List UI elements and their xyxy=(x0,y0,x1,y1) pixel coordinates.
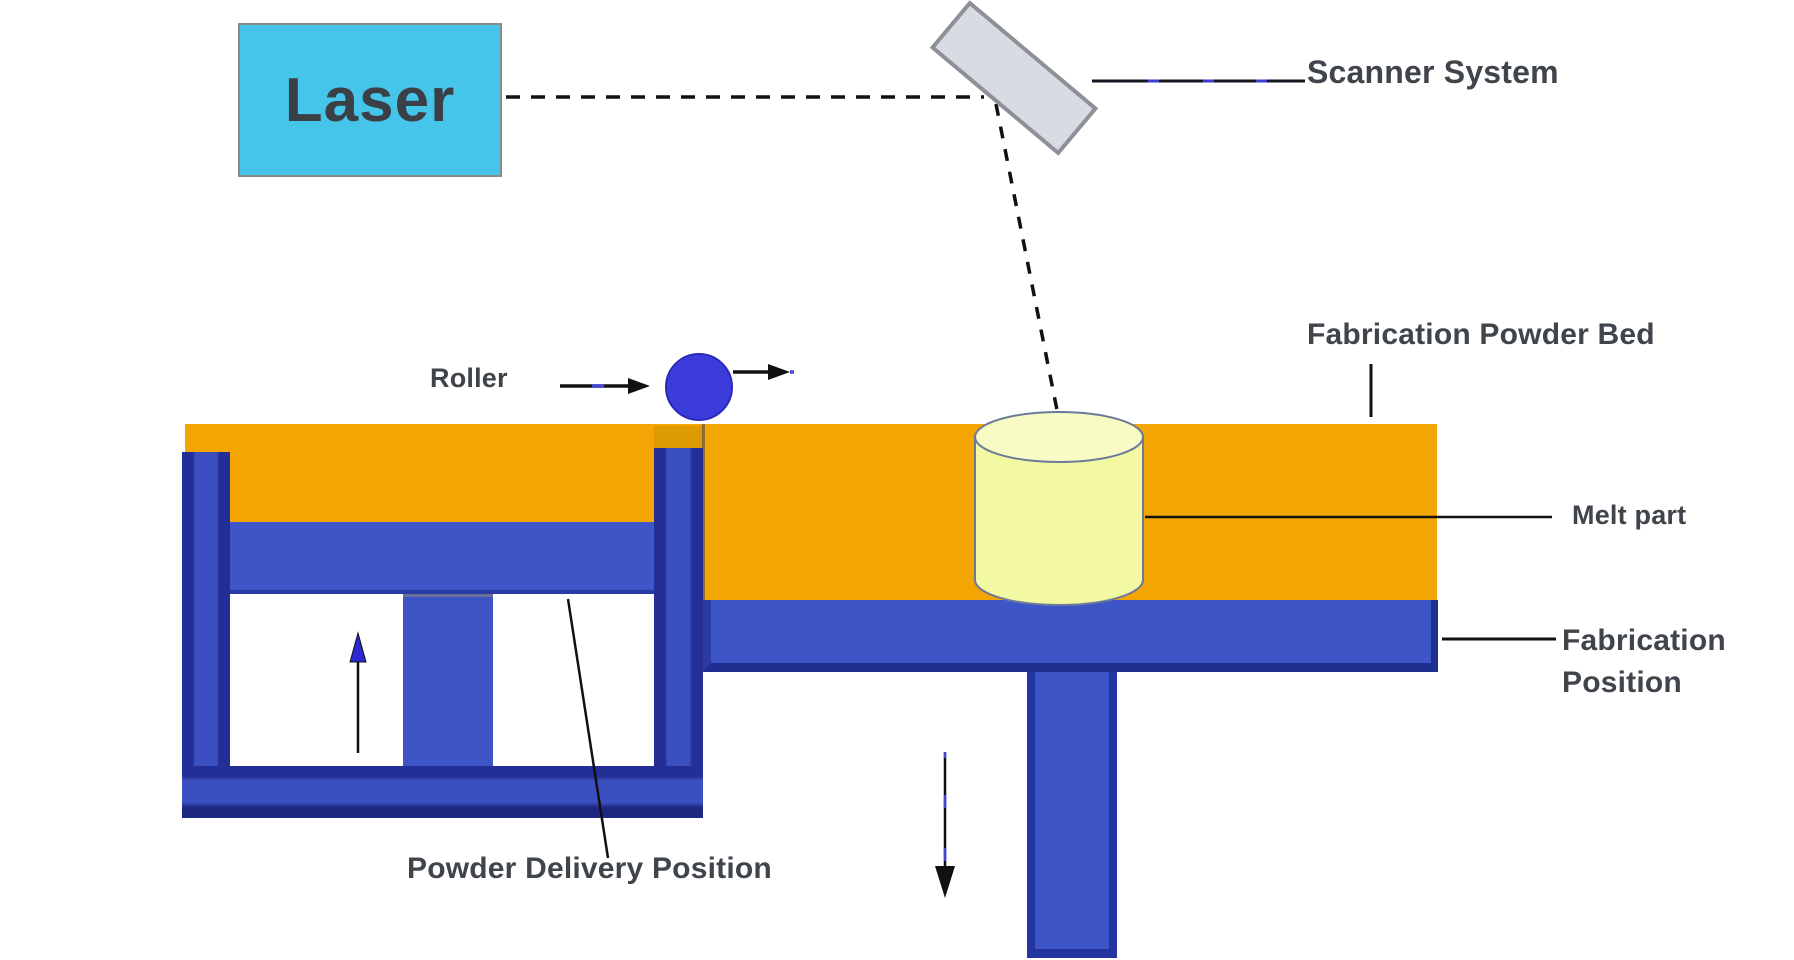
fabrication-bed-left-edge xyxy=(702,424,705,600)
fabrication-powder-bed-label: Fabrication Powder Bed xyxy=(1307,318,1655,351)
delivery-container-right-wall xyxy=(654,448,703,818)
delivery-piston-stem xyxy=(403,594,493,766)
delivery-bed-powder xyxy=(230,450,654,522)
powder-bed-surface xyxy=(185,424,1437,454)
powder-delivery-position-label: Powder Delivery Position xyxy=(407,852,772,885)
fabrication-bed-powder xyxy=(703,450,1437,600)
roller-arrow-left xyxy=(560,378,650,394)
delivery-piston-up-arrow xyxy=(349,631,367,753)
fabrication-piston-plate xyxy=(703,600,1438,672)
roller-label: Roller xyxy=(430,363,508,393)
roller-arrow-right xyxy=(733,364,794,380)
delivery-container-left-wall xyxy=(182,452,230,818)
roller xyxy=(665,353,733,421)
scanner-mirror xyxy=(929,0,1099,156)
scanner-system-label: Scanner System xyxy=(1307,54,1559,90)
laser-label: Laser xyxy=(284,65,456,135)
fabrication-piston-stem xyxy=(1027,672,1117,958)
fabrication-position-label: Fabrication Position xyxy=(1562,620,1726,704)
bed-divider-cap xyxy=(654,426,703,452)
melt-part-label: Melt part xyxy=(1572,500,1687,530)
powder-delivery-position-leader xyxy=(566,598,610,859)
delivery-container-bottom-wall xyxy=(182,766,703,818)
fabrication-position-line1: Fabrication xyxy=(1562,624,1726,657)
fabrication-position-line2: Position xyxy=(1562,666,1682,699)
laser-beam-to-bed xyxy=(994,103,1059,411)
laser-box: Laser xyxy=(238,23,502,177)
delivery-piston-plate xyxy=(230,522,654,594)
fabrication-piston-down-arrow xyxy=(935,752,955,898)
